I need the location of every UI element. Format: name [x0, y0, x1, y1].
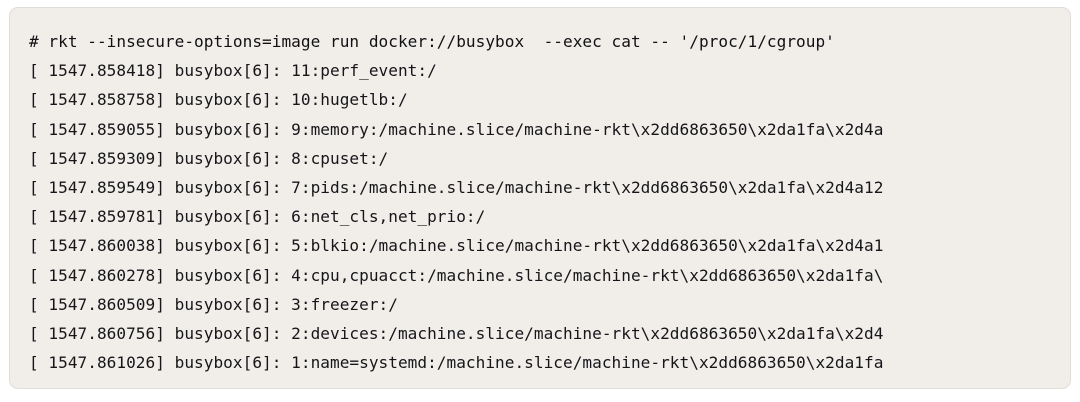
terminal-output-line: [ 1547.859055] busybox[6]: 9:memory:/mac…	[29, 119, 884, 139]
terminal-command-line: # rkt --insecure-options=image run docke…	[29, 32, 835, 51]
terminal-window: # rkt --insecure-options=image run docke…	[9, 7, 1071, 389]
terminal-output-line: [ 1547.860278] busybox[6]: 4:cpu,cpuacct…	[29, 265, 884, 285]
terminal-output-line: [ 1547.861026] busybox[6]: 1:name=system…	[29, 353, 884, 373]
terminal-output-line: [ 1547.860038] busybox[6]: 5:blkio:/mach…	[29, 236, 884, 256]
terminal-output-line: [ 1547.858418] busybox[6]: 11:perf_event…	[29, 61, 437, 81]
terminal-output-line: [ 1547.860756] busybox[6]: 2:devices:/ma…	[29, 323, 884, 343]
terminal-output-line: [ 1547.858758] busybox[6]: 10:hugetlb:/	[29, 90, 408, 110]
terminal-output-line: [ 1547.859781] busybox[6]: 6:net_cls,net…	[29, 207, 486, 227]
terminal-output-line: [ 1547.859549] busybox[6]: 7:pids:/machi…	[29, 177, 884, 197]
terminal-output-line: [ 1547.859309] busybox[6]: 8:cpuset:/	[29, 148, 389, 168]
terminal-output-region[interactable]: # rkt --insecure-options=image run docke…	[10, 8, 1070, 388]
terminal-output-line: [ 1547.860509] busybox[6]: 3:freezer:/	[29, 294, 398, 314]
